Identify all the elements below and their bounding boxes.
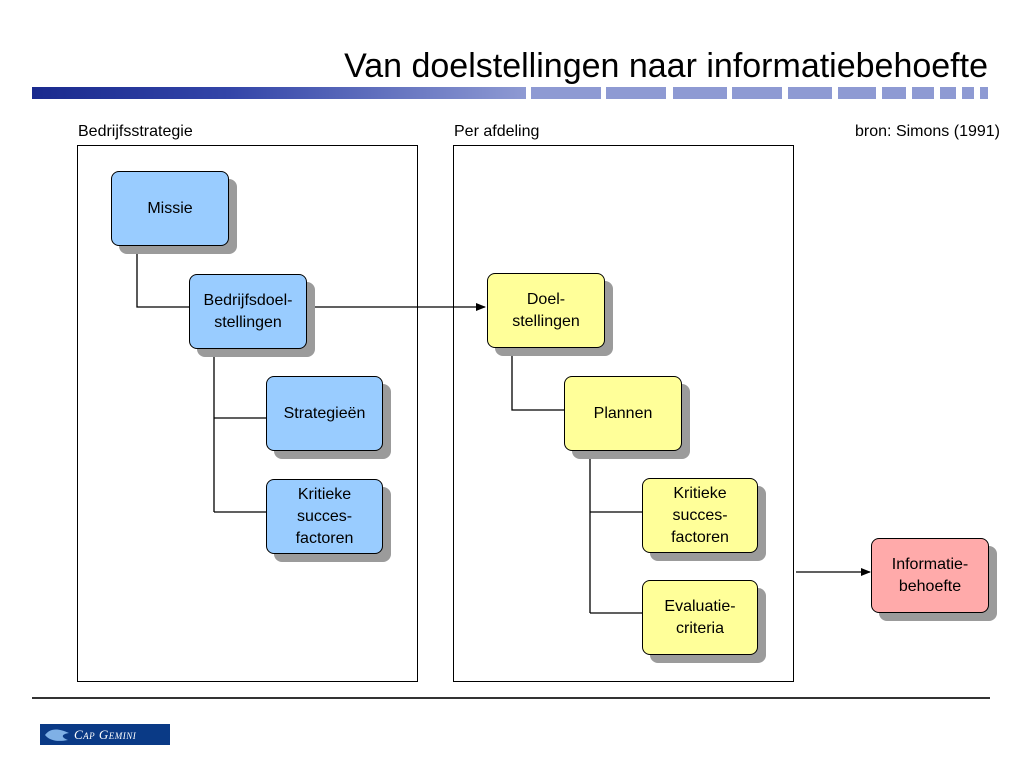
title-bar-segment xyxy=(962,87,974,99)
frame-bedrijfsstrategie xyxy=(77,145,418,682)
cap-gemini-logo: Cap Gemini xyxy=(40,724,170,745)
title-bar xyxy=(32,87,526,99)
connector-plannen xyxy=(511,347,564,411)
title-bar-segment xyxy=(940,87,956,99)
box-kritieke-succesfactoren-left: Kritieke succes- factoren xyxy=(266,479,383,554)
box-plannen: Plannen xyxy=(564,376,682,451)
box-bedrijfsdoelstellingen-label: Bedrijfsdoel- stellingen xyxy=(203,291,293,331)
box-kritieke-left-label: Kritieke succes- factoren xyxy=(295,485,354,547)
title-bar-segment xyxy=(788,87,832,99)
title-bar-segment xyxy=(732,87,782,99)
box-bedrijfsdoelstellingen: Bedrijfsdoel- stellingen xyxy=(189,274,307,349)
box-strategieen: Strategieën xyxy=(266,376,383,451)
title-bar-segment xyxy=(673,87,727,99)
box-evaluatiecriteria: Evaluatie- criteria xyxy=(642,580,758,655)
frame-per-afdeling xyxy=(453,145,794,682)
box-evaluatiecriteria-label: Evaluatie- criteria xyxy=(664,597,736,637)
title-bar-segment xyxy=(606,87,666,99)
box-kritieke-right-label: Kritieke succes- factoren xyxy=(671,484,729,546)
box-missie-label: Missie xyxy=(147,199,193,217)
box-kritieke-succesfactoren-right: Kritieke succes- factoren xyxy=(642,478,758,553)
box-informatiebehoefte-label: Informatie- behoefte xyxy=(891,555,969,595)
source-note: bron: Simons (1991) xyxy=(855,123,1000,140)
logo-wordmark: Cap Gemini xyxy=(74,726,137,742)
connector-missie-doelstellingen xyxy=(136,246,189,308)
title-bar-segment xyxy=(838,87,876,99)
page-title: Van doelstellingen naar informatiebehoef… xyxy=(344,47,988,85)
header-bedrijfsstrategie: Bedrijfsstrategie xyxy=(78,123,193,140)
spade-icon xyxy=(45,729,69,741)
box-strategieen-label: Strategieën xyxy=(283,404,366,422)
box-doelstellingen: Doel- stellingen xyxy=(487,273,605,348)
box-doelstellingen-label: Doel- stellingen xyxy=(512,290,580,330)
header-per-afdeling: Per afdeling xyxy=(454,123,540,140)
box-missie: Missie xyxy=(111,171,229,246)
title-bar-segment xyxy=(980,87,988,99)
box-plannen-label: Plannen xyxy=(593,404,653,422)
title-bar-segment xyxy=(882,87,906,99)
footer-rule xyxy=(32,697,990,699)
title-bar-segment xyxy=(531,87,601,99)
box-informatiebehoefte: Informatie- behoefte xyxy=(871,538,989,613)
title-bar-segment xyxy=(912,87,934,99)
